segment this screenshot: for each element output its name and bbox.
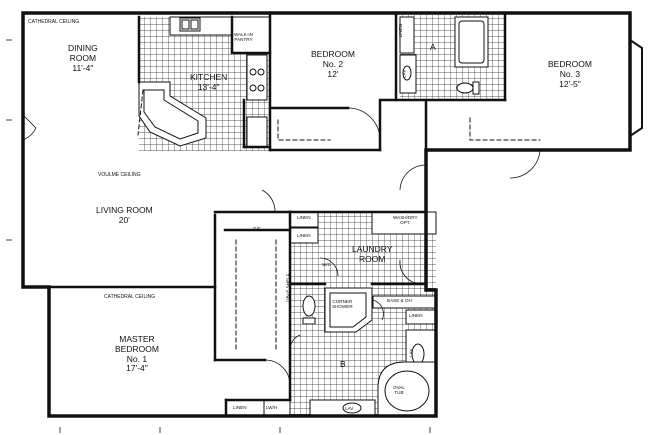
oval-tub-line-2: TUB [394,390,404,396]
bath-a-label: A [430,42,436,52]
doors [22,107,541,386]
kitchen-counter-top [169,16,233,36]
bedroom-2-name: BEDROOM [311,49,355,59]
dining-size: 11'-4" [72,62,94,73]
lav-top-label: LAV [401,69,407,78]
linen-bottom-label: LINEN [233,405,247,410]
kitchen-range-counter [246,54,268,101]
gc-label: G/C [253,226,262,231]
pantry-line-1: WALK-IN [234,32,253,37]
overlays [138,16,489,417]
window-marks [6,39,431,433]
lav-master-label: LAV [408,348,414,357]
door-arc [289,334,301,351]
washer-dryer-line-1: WASH/DRY [393,215,418,220]
dining-name-2: ROOM [69,52,97,63]
bath-b-label: B [340,359,346,369]
door-arc [261,189,276,213]
door-arc [264,359,291,386]
laundry-room-label: LAUNDRY ROOM [352,244,393,265]
door-arc [399,259,421,285]
kitchen-island [138,81,207,147]
master-size: 17'-4" [126,363,148,374]
bedroom-2-label: BEDROOM No. 2 12' [311,49,355,79]
kitchen-label: KITCHEN 13'-4" [190,72,228,93]
door-arc [22,114,37,141]
door-arc [319,257,339,277]
oval-tub-label: OVAL TUB [393,385,405,396]
bedroom-2-number: No. 2 [322,58,344,69]
laundry-name-2: ROOM [359,253,386,264]
door-arc [509,149,541,179]
living-name: LIVING ROOM [96,205,153,215]
wc-label: W/C [322,262,331,267]
linen-master-label: LINEN [409,313,423,318]
toilet-icon-master [302,295,316,317]
kitchen-name: KITCHEN [190,72,228,82]
corner-shower-line-2: SHOWER [332,304,353,310]
washer-dryer-line-2: OPT. [400,220,411,226]
corner-shower-label: CORNER SHOWER [332,299,353,310]
washer-dryer-label: WASH/DRY OPT. [393,215,418,226]
lwh-label: LW/H [266,405,278,410]
bedroom-2-size: 12' [327,68,339,79]
dining-name: DINING [68,43,98,53]
corner-shower-icon [324,287,373,333]
living-room-label: LIVING ROOM 20' [96,205,153,226]
oval-tub-line-1: OVAL [393,385,405,390]
bedroom-3-name: BEDROOM [548,59,592,69]
refrigerator-icon [246,116,268,148]
box-bay [628,38,643,138]
linen-hall-2-label: LINEN [297,233,311,238]
walk-in-pantry-label: WALK-IN PANTRY [234,32,253,43]
pantry-line-2: PANTRY [234,37,253,43]
toilet-icon [456,82,474,94]
cathedral-ceiling-label: CATHEDRAL CEILING [28,19,80,25]
kitchen-size: 13'-4" [197,81,220,92]
bedroom-3-number: No. 3 [559,68,581,79]
master-name: MASTER [119,334,155,344]
dining-room-label: DINING ROOM 11'-4" [68,43,98,73]
master-number: No. 1 [126,353,148,364]
laundry-name: LAUNDRY [352,244,393,254]
linen-top-label: LINEN [398,23,404,38]
stove-burner-icon [249,68,257,76]
master-bedroom-label: MASTER BEDROOM No. 1 17'-4" [115,334,159,374]
lav-bottom-label: LAV [345,406,354,411]
bedroom-3-label: BEDROOM No. 3 12'-5" [548,59,592,89]
box-bay-label: BOX BAY [627,74,633,95]
dble-shelf-label: DBLE SHELF [285,273,291,302]
linen-hall-label: LINEN [297,215,311,220]
walls [21,11,643,418]
corner-shower-line-1: CORNER [332,299,353,304]
door-arc [347,107,381,141]
volume-ceiling-label: VOULME CEILING [98,172,141,178]
cathedral-ceiling-master-label: CATHEDRAL CEILING [104,294,156,300]
door-arc [371,299,384,321]
master-name-2: BEDROOM [115,343,159,354]
bedroom-3-size: 12'-5" [559,78,581,89]
door-arc [399,164,427,191]
base-oh-label: BASE & OH [387,298,412,303]
living-size: 20' [118,214,130,225]
linen-closet-top [399,16,415,54]
